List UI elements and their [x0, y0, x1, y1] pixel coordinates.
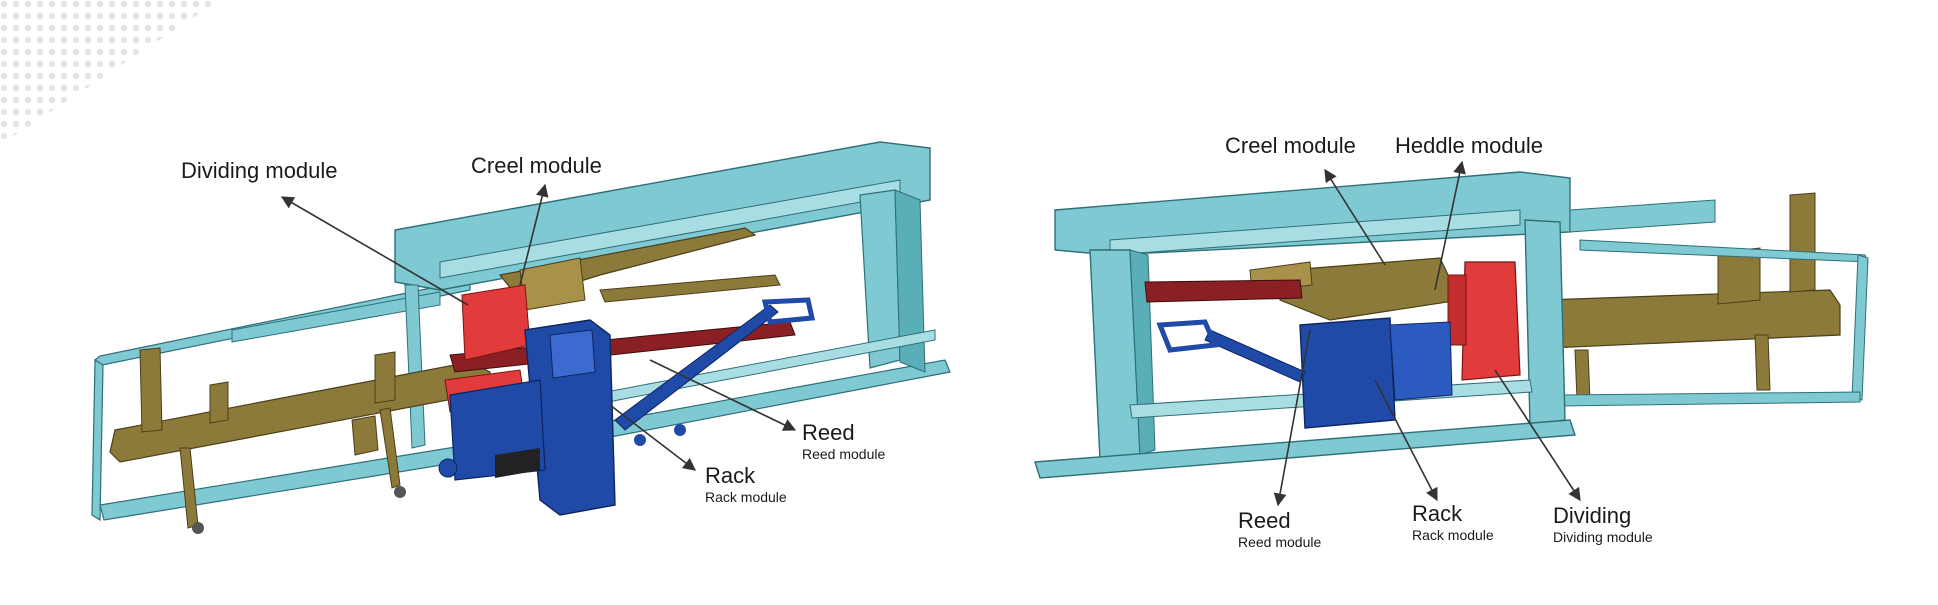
label-right-reed: Reed — [1238, 508, 1291, 533]
arrow-right-creel — [1324, 168, 1386, 266]
arrow-right-rack — [1374, 379, 1438, 502]
label-left-dividing: Dividing module — [181, 158, 338, 183]
left-machine-blue-handle — [614, 304, 779, 431]
decorative-dot-pattern — [0, 0, 220, 145]
label-right-creel: Creel module — [1225, 133, 1356, 158]
left-machine — [91, 141, 951, 534]
label-left-rack: Rack — [705, 463, 756, 488]
arrow-right-heddle — [1434, 160, 1466, 291]
label-right-reed-sub: Reed module — [1238, 534, 1322, 550]
label-left-reed-sub: Reed module — [802, 446, 886, 462]
label-right-rack: Rack — [1412, 501, 1463, 526]
label-right-rack-sub: Rack module — [1412, 527, 1494, 543]
label-left-creel: Creel module — [471, 153, 602, 178]
arrow-left-reed — [649, 359, 797, 431]
arrow-left-dividing — [280, 196, 469, 306]
label-left-rack-sub: Rack module — [705, 489, 787, 505]
callout-arrows — [280, 160, 1581, 507]
right-machine-blue-module — [1299, 317, 1396, 429]
label-right-dividing-sub: Dividing module — [1553, 529, 1653, 545]
label-left-reed: Reed — [802, 420, 855, 445]
label-right-heddle: Heddle module — [1395, 133, 1543, 158]
arrow-right-dividing — [1494, 369, 1581, 502]
right-machine-base — [1034, 419, 1576, 479]
label-right-dividing: Dividing — [1553, 503, 1632, 528]
right-machine-blue-handle — [1204, 329, 1306, 383]
arrow-left-creel — [519, 183, 549, 286]
left-machine-gold-beam — [109, 361, 491, 463]
right-machine-darkred-beam — [1144, 279, 1303, 303]
right-machine — [1034, 171, 1869, 479]
arrow-right-reed — [1273, 329, 1311, 507]
right-machine-red-module — [1461, 261, 1521, 381]
arrow-left-rack — [609, 404, 697, 471]
right-machine-gold-beam — [1544, 289, 1841, 349]
